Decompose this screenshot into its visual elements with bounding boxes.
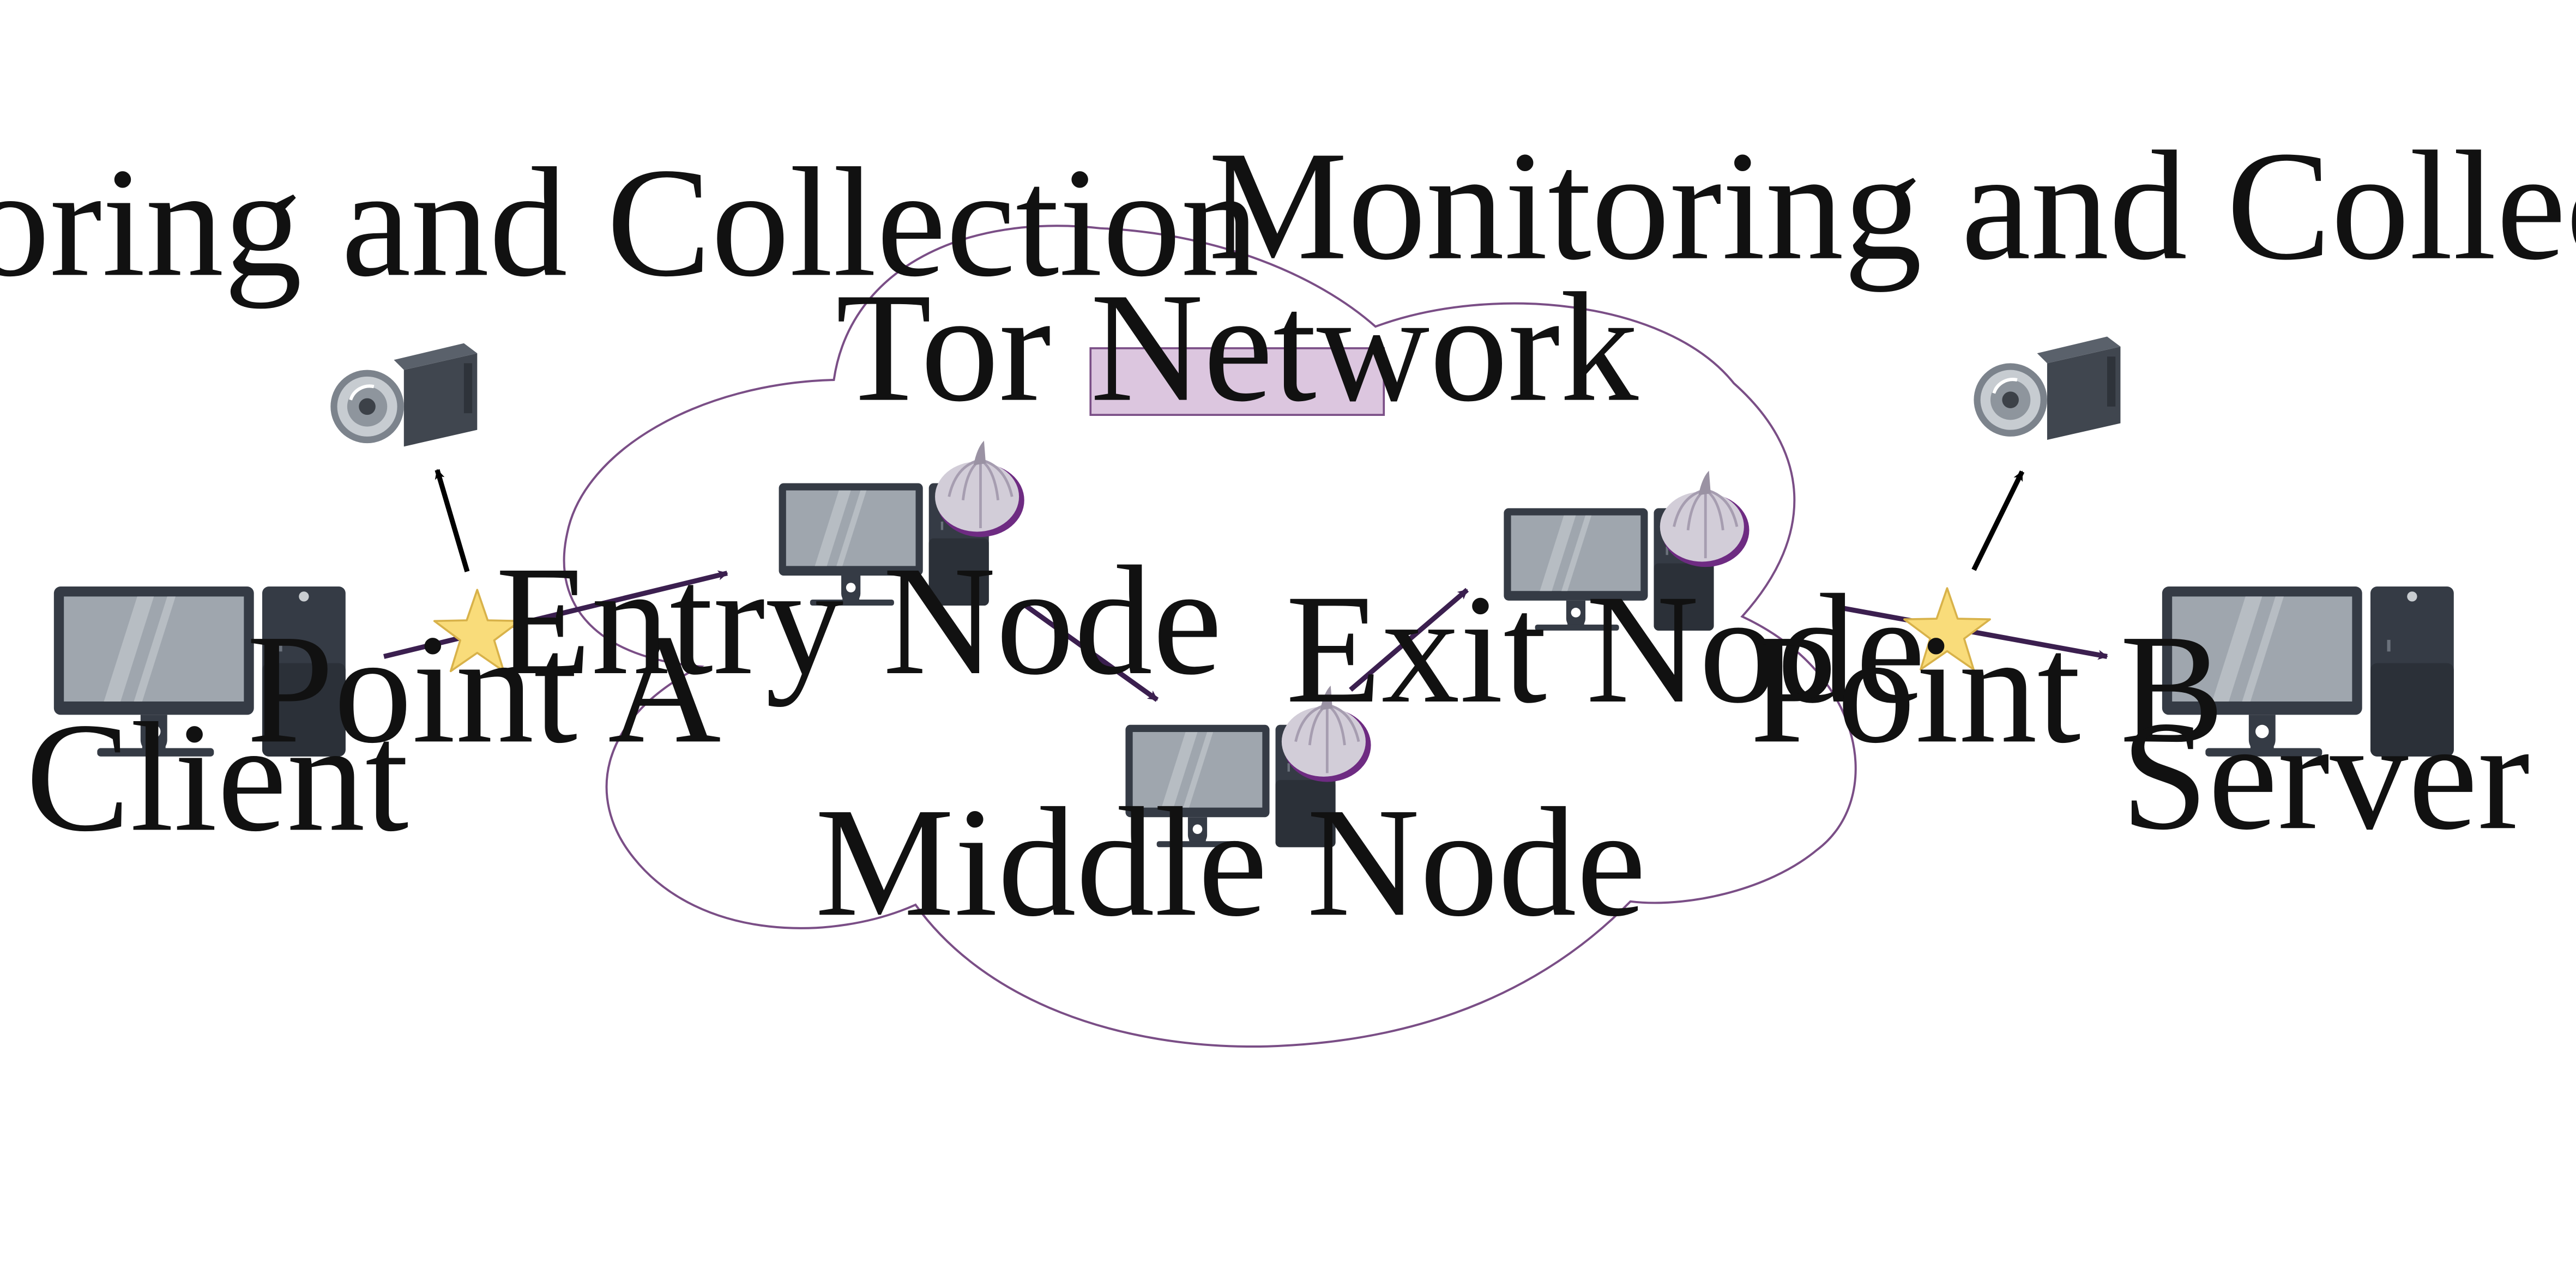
arrow-client-to-entry [383,570,728,659]
exit-node-onion-icon [1660,471,1749,567]
server-label: Server [2121,689,2530,862]
left-camera-icon [330,343,477,447]
entry-node-onion-icon [935,441,1024,537]
tor-network-title: Tor Network [836,261,1638,434]
point-b-label: Point B [1750,602,2224,776]
middle-node-label: Middle Node [815,776,1646,949]
tor-network-label-box [1089,347,1385,416]
monitoring-left-label: Monitoring and Collection [0,136,1259,309]
monitoring-right-label: Monitoring and Collection [1208,119,2576,293]
arrow-point-a-to-monitoring [435,469,470,572]
tor-network-cloud [563,225,1857,1048]
arrow-point-b-to-monitoring [1971,470,2025,571]
point-a-label: Point A [246,602,721,776]
right-camera-icon [1974,336,2120,440]
arrow-middle-to-exit [1349,588,1469,692]
exit-node-label: Exit Node [1286,563,1925,736]
arrow-entry-to-middle [1021,601,1159,702]
entry-node-label: Entry Node [496,534,1222,708]
client-label: Client [26,691,409,864]
